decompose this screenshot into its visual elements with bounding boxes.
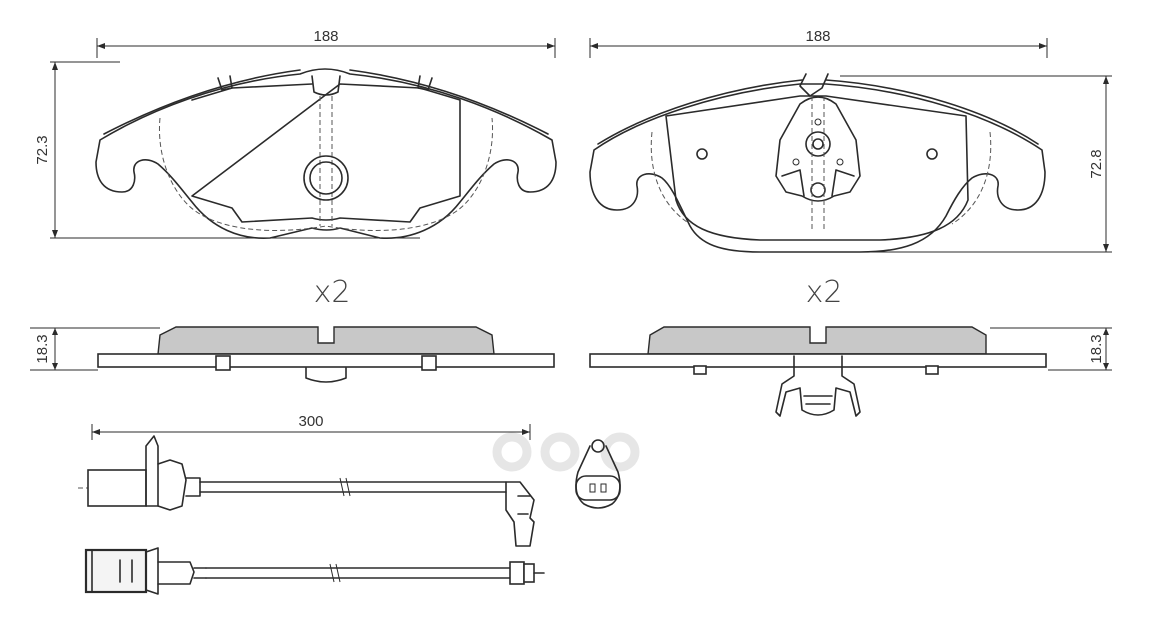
left-pad-front-view: 188 72.3 [34, 28, 557, 239]
left-pad-width-label: 188 [313, 28, 338, 45]
left-pad-side-view: 18.3 [30, 326, 555, 383]
wear-sensor-long: 300 [78, 413, 535, 547]
left-thickness-label: 18.3 [34, 334, 51, 363]
sensor-connector-front-view [575, 439, 621, 509]
right-pad-width-label: 188 [805, 28, 830, 45]
right-quantity-label: x2 [806, 275, 843, 310]
right-pad-side-view: 18.3 [589, 326, 1112, 417]
right-thickness-label: 18.3 [1088, 334, 1105, 363]
right-pad-back-view: 188 72.8 [589, 28, 1112, 253]
sensor-length-label: 300 [298, 413, 323, 430]
wear-sensor-short [84, 547, 545, 595]
right-pad-height-label: 72.8 [1088, 149, 1105, 178]
watermark-logo: abao [492, 432, 640, 472]
left-pad-height-label: 72.3 [34, 135, 51, 164]
left-quantity-label: x2 [314, 275, 351, 310]
